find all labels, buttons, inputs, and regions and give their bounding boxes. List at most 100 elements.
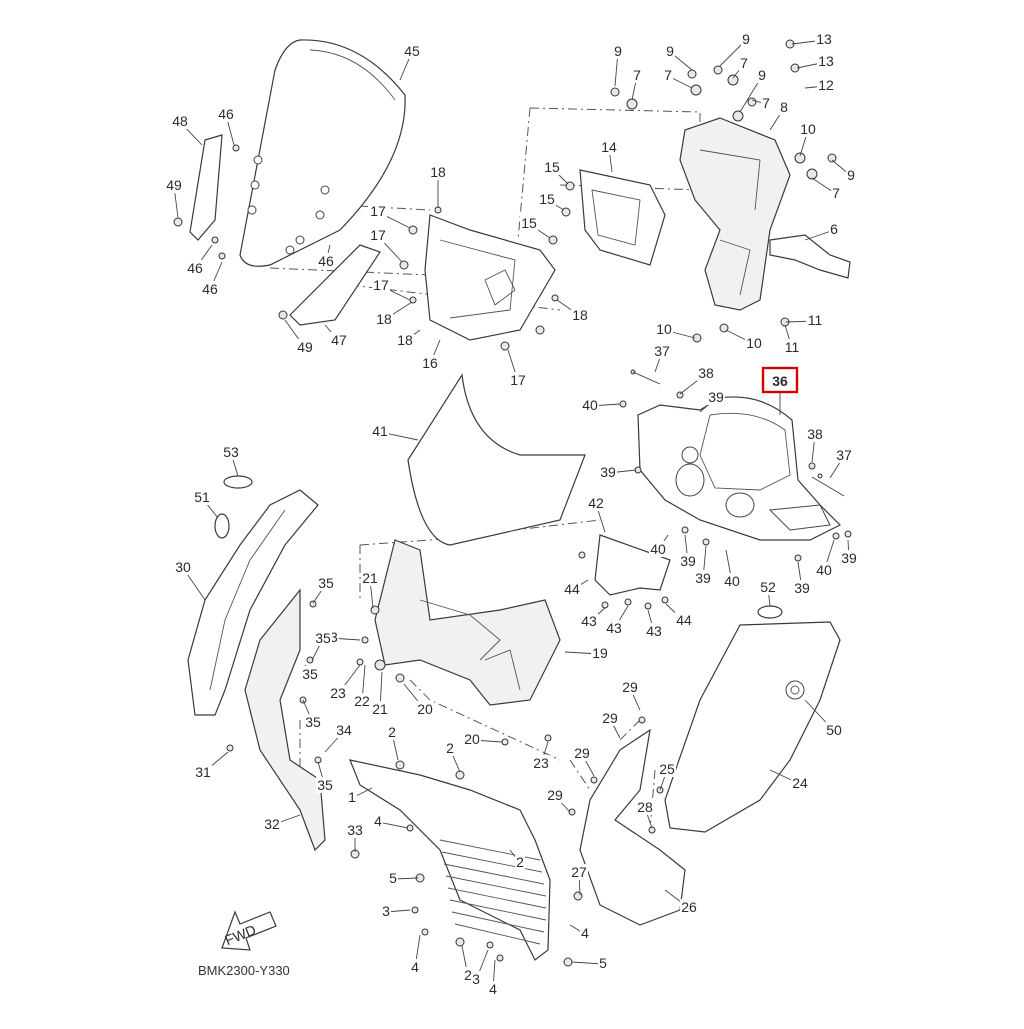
- label-backing: [546, 787, 564, 803]
- part-number-label-3: 3: [472, 971, 480, 987]
- part-number-label-12: 12: [818, 77, 834, 93]
- label-backing: [759, 579, 777, 595]
- label-backing: [316, 777, 334, 793]
- label-backing: [381, 903, 391, 919]
- part-number-label-17: 17: [370, 227, 386, 243]
- part-number-label-20: 20: [464, 731, 480, 747]
- label-backing: [317, 575, 335, 591]
- part-number-label-21: 21: [362, 570, 378, 586]
- label-backing: [515, 854, 525, 870]
- part-number-label-43: 43: [646, 623, 662, 639]
- label-backing: [649, 541, 667, 557]
- part-number-label-43: 43: [606, 620, 622, 636]
- label-backing: [174, 559, 192, 575]
- part-number-label-44: 44: [564, 581, 580, 597]
- label-backing: [314, 630, 332, 646]
- part-number-label-46: 46: [318, 253, 334, 269]
- front-stay: [679, 117, 851, 311]
- label-backing: [369, 203, 387, 219]
- label-backing: [403, 43, 421, 59]
- label-backing: [396, 332, 414, 348]
- part-number-label-7: 7: [832, 185, 840, 201]
- part-number-label-9: 9: [666, 43, 674, 59]
- label-backing: [329, 685, 347, 701]
- label-backing: [825, 722, 843, 738]
- part-number-label-11: 11: [808, 312, 823, 328]
- label-backing: [353, 693, 371, 709]
- part-number-label-5: 5: [389, 870, 397, 886]
- label-backing: [463, 731, 481, 747]
- part-number-label-39: 39: [841, 550, 857, 566]
- label-backing: [591, 645, 609, 661]
- label-backing: [806, 426, 824, 442]
- screen-mount-bracket: [424, 214, 556, 341]
- label-backing: [840, 550, 858, 566]
- part-number-label-39: 39: [794, 580, 810, 596]
- part-number-label-18: 18: [430, 164, 446, 180]
- label-backing: [599, 464, 617, 480]
- part-number-label-40: 40: [650, 541, 666, 557]
- part-number-label-17: 17: [373, 277, 389, 293]
- label-backing: [193, 489, 211, 505]
- part-number-label-15: 15: [544, 159, 560, 175]
- part-number-label-11: 11: [785, 339, 800, 355]
- radiator-cover: [349, 759, 551, 961]
- label-backing: [806, 312, 824, 328]
- label-backing: [421, 355, 439, 371]
- part-number-label-9: 9: [758, 67, 766, 83]
- part-number-label-29: 29: [602, 710, 618, 726]
- label-backing: [621, 679, 639, 695]
- label-backing: [429, 164, 447, 180]
- label-backing: [371, 423, 389, 439]
- label-backing: [304, 714, 322, 730]
- label-backing: [335, 722, 353, 738]
- label-backing: [665, 43, 675, 59]
- label-backing: [653, 343, 671, 359]
- label-backing: [581, 397, 599, 413]
- part-number-label-39: 39: [600, 464, 616, 480]
- part-number-label-21: 21: [372, 701, 388, 717]
- part-number-label-46: 46: [218, 106, 234, 122]
- part-number-label-6: 6: [830, 221, 838, 237]
- lower-side-cowl: [579, 728, 686, 926]
- label-backing: [745, 335, 763, 351]
- part-number-label-26: 26: [681, 899, 697, 915]
- part-number-label-10: 10: [800, 121, 816, 137]
- label-backing: [835, 447, 853, 463]
- label-backing: [445, 740, 455, 756]
- part-number-label-52: 52: [760, 579, 776, 595]
- windscreen: [239, 39, 406, 267]
- label-backing: [757, 67, 767, 83]
- part-number-label-53: 53: [223, 444, 239, 460]
- label-backing: [194, 764, 212, 780]
- screen-bracket-left: [189, 134, 223, 241]
- decal-51: [214, 513, 230, 539]
- label-backing: [580, 925, 590, 941]
- label-backing: [817, 77, 835, 93]
- forward-direction-arrow: FWD: [221, 910, 277, 951]
- label-backing: [171, 113, 189, 129]
- label-backing: [815, 562, 833, 578]
- label-backing: [463, 967, 473, 983]
- label-backing: [598, 955, 608, 971]
- label-backing: [580, 613, 598, 629]
- inner-cowl: [244, 588, 326, 852]
- part-number-label-16: 16: [422, 355, 438, 371]
- label-backing: [387, 724, 397, 740]
- label-backing: [694, 570, 712, 586]
- label-backing: [388, 870, 398, 886]
- label-backing: [301, 666, 319, 682]
- part-number-label-31: 31: [195, 764, 211, 780]
- part-number-label-49: 49: [166, 177, 182, 193]
- part-number-label-46: 46: [202, 281, 218, 297]
- part-number-label-7: 7: [740, 55, 748, 71]
- label-backing: [373, 813, 383, 829]
- label-backing: [371, 701, 389, 717]
- label-backing: [771, 373, 789, 389]
- label-backing: [658, 761, 676, 777]
- part-number-label-39: 39: [708, 389, 724, 405]
- label-backing: [741, 31, 751, 47]
- part-number-label-10: 10: [746, 335, 762, 351]
- label-backing: [375, 311, 393, 327]
